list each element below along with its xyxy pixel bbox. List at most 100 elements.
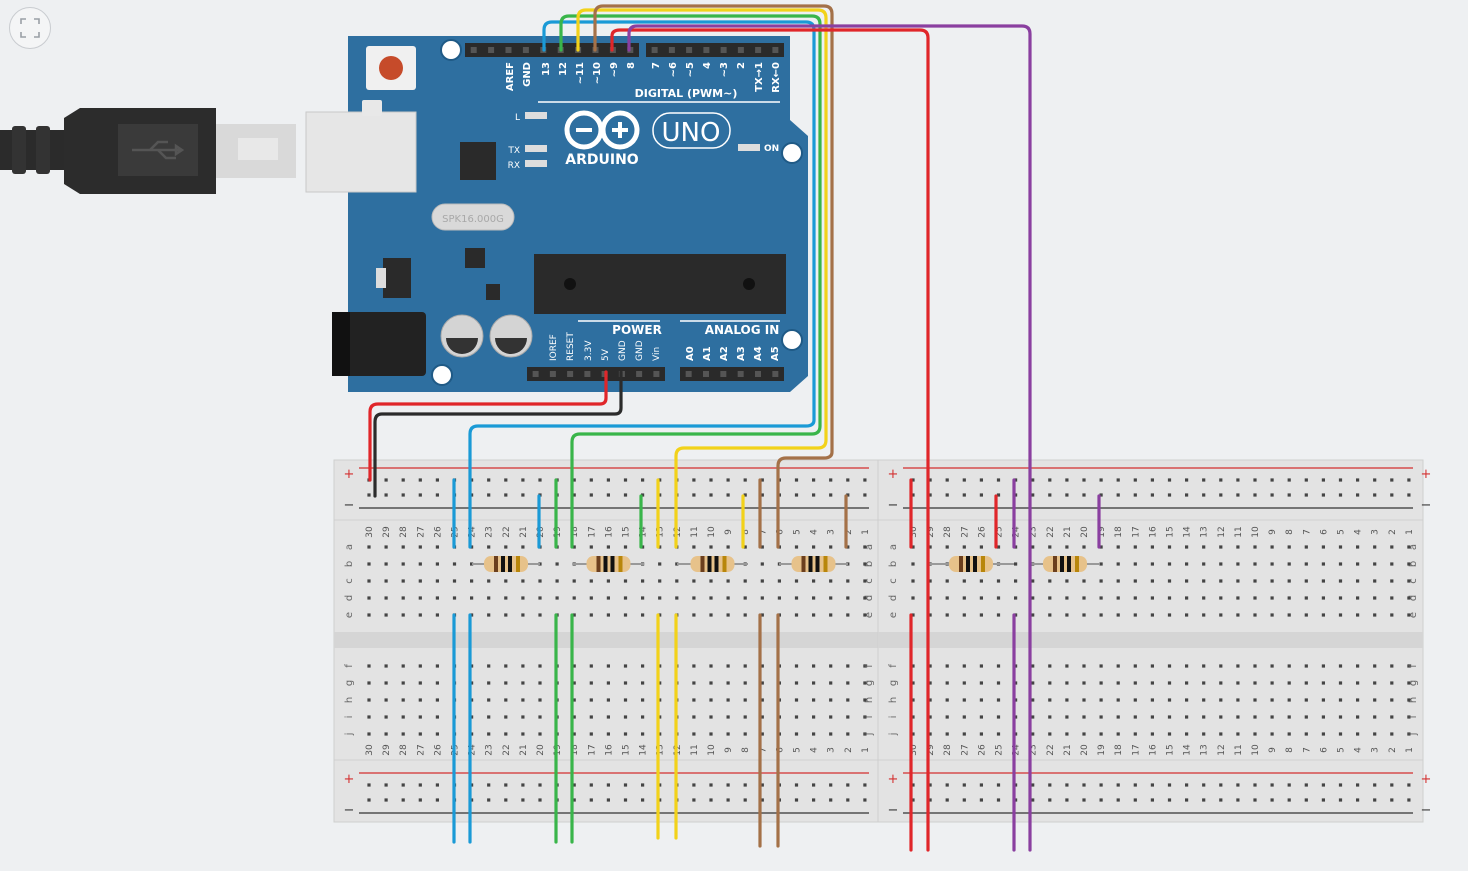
resistor-band xyxy=(603,556,608,572)
breadboard-hole xyxy=(709,545,713,549)
breadboard-hole xyxy=(1253,596,1257,600)
wire-5v-red[interactable] xyxy=(368,370,608,482)
rail-hole xyxy=(1407,478,1411,482)
breadboard-hole xyxy=(1099,698,1103,702)
breadboard-hole xyxy=(945,681,949,685)
resistor[interactable] xyxy=(1030,556,1100,572)
breadboard-hole xyxy=(1373,579,1377,583)
breadboard-hole xyxy=(1373,664,1377,668)
column-number: 10 xyxy=(707,744,717,756)
breadboard-hole xyxy=(1304,715,1308,719)
breadboard-hole xyxy=(1373,613,1377,617)
breadboard-hole xyxy=(1390,715,1394,719)
rail-hole xyxy=(521,783,525,787)
wire-pin8-purple[interactable] xyxy=(627,24,1032,852)
rail-hole xyxy=(1287,798,1291,802)
breadboard-hole xyxy=(384,562,388,566)
breadboard-hole xyxy=(692,596,696,600)
column-number: 29 xyxy=(926,744,936,756)
breadboard-hole xyxy=(812,579,816,583)
breadboard-hole xyxy=(1338,732,1343,736)
rail-hole xyxy=(794,783,799,787)
rail-hole xyxy=(760,798,764,802)
rail-hole xyxy=(401,478,405,482)
breadboard-hole xyxy=(692,715,696,719)
breadboard-hole xyxy=(504,545,508,549)
breadboard-hole xyxy=(1356,596,1360,600)
column-number: 9 xyxy=(724,529,734,535)
breadboard-hole xyxy=(1304,596,1308,600)
resistor[interactable] xyxy=(779,556,848,572)
resistor[interactable] xyxy=(677,556,748,572)
rail-hole xyxy=(709,478,713,482)
header-pin xyxy=(755,47,762,53)
resistor-band xyxy=(808,556,813,572)
breadboard-hole xyxy=(1065,613,1069,617)
reset-button[interactable] xyxy=(379,56,403,80)
wire-pin9-red[interactable] xyxy=(610,28,930,852)
wire-pin11-yellow[interactable] xyxy=(576,8,828,549)
breadboard-hole xyxy=(641,732,645,736)
header-pin xyxy=(522,47,529,53)
fullscreen-button[interactable] xyxy=(9,7,51,49)
usb-cable[interactable] xyxy=(0,108,296,194)
mounting-hole xyxy=(431,364,453,386)
breadboard-hole xyxy=(1236,613,1240,617)
column-number: 3 xyxy=(1371,747,1381,753)
breadboard-hole xyxy=(1150,613,1154,617)
resistor[interactable] xyxy=(573,556,644,572)
rail-hole xyxy=(606,493,610,497)
breadboard-hole xyxy=(829,664,833,668)
column-number: 13 xyxy=(656,744,666,755)
rail-hole xyxy=(1338,493,1343,497)
column-number: 26 xyxy=(977,526,987,538)
breadboard-hole xyxy=(1031,715,1035,719)
breadboard-hole xyxy=(1270,664,1274,668)
rail-hole xyxy=(435,798,439,802)
rail-hole xyxy=(384,478,388,482)
resistor-band xyxy=(501,556,505,572)
breadboard-2[interactable]: +−+−+−+−30302929282827272626252524242323… xyxy=(877,459,1431,823)
rail-hole xyxy=(1167,478,1172,482)
analog-header xyxy=(680,367,784,381)
rail-hole xyxy=(1270,783,1274,787)
breadboard-hole xyxy=(435,732,439,736)
resistor[interactable] xyxy=(472,556,540,572)
rail-hole xyxy=(658,798,662,802)
breadboard-hole xyxy=(1236,698,1240,702)
breadboard-hole xyxy=(384,664,388,668)
rail-hole xyxy=(1219,798,1223,802)
breadboard-hole xyxy=(641,579,645,583)
breadboard-hole xyxy=(504,596,508,600)
breadboard-hole xyxy=(996,732,1001,736)
row-letter: c xyxy=(1408,578,1419,584)
row-letter: g xyxy=(888,680,899,686)
rail-sign: + xyxy=(344,772,355,787)
row-letter: a xyxy=(344,544,355,550)
wire-pin10-brown[interactable] xyxy=(593,4,834,549)
breadboard-hole xyxy=(1236,715,1240,719)
resistor[interactable] xyxy=(928,556,1014,572)
rail-hole xyxy=(1099,493,1103,497)
breadboard-hole xyxy=(1236,545,1240,549)
rail-hole xyxy=(487,798,491,802)
rail-hole xyxy=(658,493,662,497)
breadboard-hole xyxy=(962,732,966,736)
wire-pin13-blue[interactable] xyxy=(468,20,816,549)
breadboard-hole xyxy=(401,613,405,617)
breadboard-hole xyxy=(1031,698,1035,702)
rail-hole xyxy=(658,478,662,482)
wire-pin12-green[interactable] xyxy=(559,14,822,549)
breadboard-hole xyxy=(863,613,867,617)
breadboard-hole xyxy=(979,698,983,702)
breadboard-hole xyxy=(1150,732,1154,736)
digital-section-label: DIGITAL (PWM~) xyxy=(635,87,738,100)
breadboard-1[interactable]: +−+−303029292828272726262525242423232222… xyxy=(333,459,880,823)
breadboard-hole xyxy=(829,596,833,600)
breadboard-hole xyxy=(418,664,422,668)
column-number: 11 xyxy=(1234,526,1244,537)
wire-gnd-black[interactable] xyxy=(373,370,623,498)
usb-cable-wire xyxy=(0,130,70,170)
